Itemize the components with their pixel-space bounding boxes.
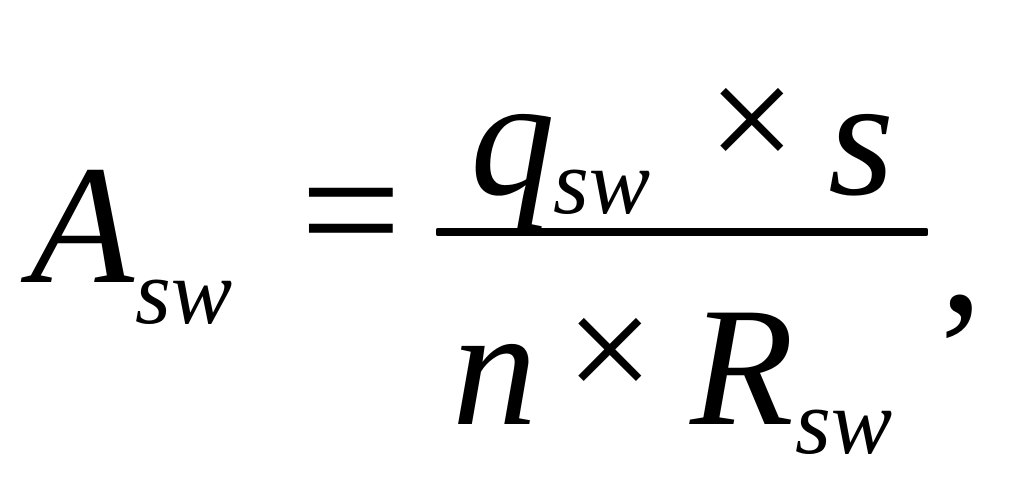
numerator-variable: q: [470, 43, 555, 231]
numerator-times-sign: ×: [708, 33, 796, 205]
equals-sign: =: [300, 110, 402, 309]
numerator-subscript: sw: [553, 131, 651, 233]
trailing-comma: ,: [940, 161, 983, 349]
lhs-variable: A: [30, 131, 134, 319]
denominator-variable-r: R: [690, 273, 794, 461]
lhs-subscript: sw: [135, 241, 233, 343]
numerator-second-variable: s: [828, 43, 895, 231]
fraction-bar: [436, 228, 928, 236]
denominator-times-sign: ×: [566, 263, 654, 435]
denominator-variable-n: n: [452, 273, 537, 461]
denominator-subscript: sw: [795, 371, 893, 473]
